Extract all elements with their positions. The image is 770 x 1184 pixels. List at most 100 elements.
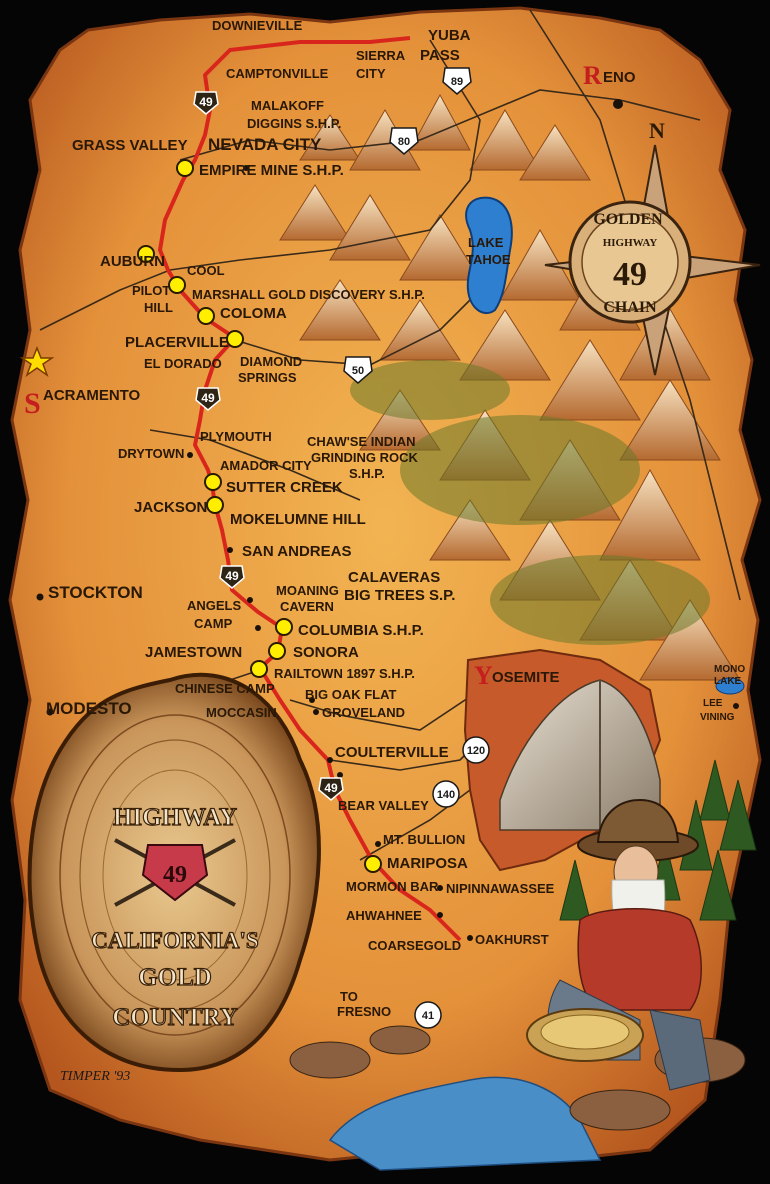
label-sacramento: ACRAMENTO <box>43 387 141 404</box>
wood-title-49: 49 <box>163 862 187 888</box>
label-downieville: DOWNIEVILLE <box>212 18 303 33</box>
label-jackson: JACKSON <box>134 499 207 516</box>
label-yosemite: OSEMITE <box>492 669 560 686</box>
route-49-shield-south-label: 49 <box>324 781 338 795</box>
sacramento-star-icon <box>19 345 55 377</box>
label-placerville: PLACERVILLE <box>125 334 229 351</box>
label-angels: ANGELS <box>187 598 242 613</box>
label-moaning: MOANING <box>276 583 339 598</box>
compass-north: N <box>649 118 665 143</box>
label-sacramento-initial: S <box>24 387 41 420</box>
route-41-shield <box>414 1001 442 1029</box>
label-chawse-3: S.H.P. <box>349 466 385 481</box>
label-oakhurst: OAKHURST <box>475 932 549 947</box>
route-49-shield-north <box>193 91 219 115</box>
route-89-shield <box>442 67 472 95</box>
label-fresno: FRESNO <box>337 1004 391 1019</box>
route-49-shield-angels <box>219 565 245 589</box>
label-angels-camp: CAMP <box>194 616 233 631</box>
label-marshall: MARSHALL GOLD DISCOVERY S.H.P. <box>192 287 425 302</box>
compass-49: 49 <box>613 256 647 293</box>
label-sonora: SONORA <box>293 644 359 661</box>
label-cavern: CAVERN <box>280 599 334 614</box>
label-reno: ENO <box>603 69 636 86</box>
compass-rose <box>544 144 761 376</box>
compass-highway: HIGHWAY <box>603 237 658 249</box>
route-49-shield-placer-label: 49 <box>201 391 215 405</box>
route-49-shield-south <box>318 777 344 801</box>
historic-site-markers <box>137 159 382 873</box>
label-lee: LEE <box>703 698 723 709</box>
label-reno-initial: R <box>583 61 602 90</box>
label-hill: HILL <box>144 300 173 315</box>
label-lee-vining: VINING <box>700 712 735 723</box>
town-dots <box>36 99 739 941</box>
label-columbia: COLUMBIA S.H.P. <box>298 622 424 639</box>
wood-title-country: COUNTRY <box>112 1004 238 1031</box>
label-san-andreas: SAN ANDREAS <box>242 543 351 560</box>
label-nipinnawassee: NIPINNAWASSEE <box>446 881 555 896</box>
label-yosemite-initial: Y <box>474 661 493 690</box>
label-sierra: SIERRA <box>356 48 406 63</box>
route-41-label: 41 <box>422 1010 434 1022</box>
label-modesto: MODESTO <box>46 699 132 718</box>
label-amador-city: AMADOR CITY <box>220 458 312 473</box>
label-groveland: GROVELAND <box>322 705 405 720</box>
forest-area <box>350 360 710 645</box>
label-yuba: YUBA <box>428 27 471 44</box>
label-diamond: DIAMOND <box>240 354 302 369</box>
label-malakoff: MALAKOFF <box>251 98 324 113</box>
label-chawse-2: GRINDING ROCK <box>311 450 419 465</box>
mono-lake <box>715 677 745 695</box>
label-diamond-springs: SPRINGS <box>238 370 297 385</box>
label-coarsegold: COARSEGOLD <box>368 938 461 953</box>
route-140-label: 140 <box>437 789 455 801</box>
label-cool: COOL <box>187 263 225 278</box>
label-stockton: STOCKTON <box>48 583 143 602</box>
lake-tahoe-label-2: TAHOE <box>466 252 511 267</box>
artist-signature: TIMPER '93 <box>60 1069 130 1084</box>
wood-title-highway: HIGHWAY <box>113 804 237 831</box>
route-50-label: 50 <box>352 365 364 377</box>
label-drytown: DRYTOWN <box>118 446 184 461</box>
wood-title-gold: GOLD <box>138 964 212 991</box>
label-coloma: COLOMA <box>220 305 287 322</box>
label-city: CITY <box>356 66 386 81</box>
route-89-label: 89 <box>451 76 463 88</box>
label-chinese-camp: CHINESE CAMP <box>175 681 275 696</box>
label-pilot: PILOT <box>132 283 170 298</box>
label-grass-valley: GRASS VALLEY <box>72 137 188 154</box>
label-mormon-bar: MORMON BAR <box>346 879 439 894</box>
label-malakoff-diggins: DIGGINS S.H.P. <box>247 116 341 131</box>
wood-title-californias: CALIFORNIA'S <box>91 928 258 953</box>
label-coulterville: COULTERVILLE <box>335 744 449 761</box>
route-140-shield <box>432 780 460 808</box>
lake-tahoe-label-1: LAKE <box>468 235 504 250</box>
label-sutter-creek: SUTTER CREEK <box>226 479 343 496</box>
label-mono-lake: LAKE <box>714 676 742 687</box>
label-big-oak-flat: BIG OAK FLAT <box>305 687 397 702</box>
label-mt-bullion: MT. BULLION <box>383 832 465 847</box>
wood-slice-title <box>27 672 321 1073</box>
label-moccasin: MOCCASIN <box>206 705 277 720</box>
label-el-dorado: EL DORADO <box>144 356 222 371</box>
route-49-shield-angels-label: 49 <box>225 569 239 583</box>
compass-chain: CHAIN <box>603 299 657 316</box>
label-jamestown: JAMESTOWN <box>145 644 242 661</box>
label-camptonville: CAMPTONVILLE <box>226 66 329 81</box>
route-50-shield <box>343 356 373 384</box>
label-pass: PASS <box>420 47 460 64</box>
lake-tahoe <box>465 196 513 315</box>
route-49-shield-north-label: 49 <box>199 95 213 109</box>
label-ahwahnee: AHWAHNEE <box>346 908 422 923</box>
label-mokelumne-hill: MOKELUMNE HILL <box>230 511 366 528</box>
route-120-label: 120 <box>467 745 485 757</box>
label-calaveras: CALAVERAS <box>348 569 440 586</box>
label-to: TO <box>340 989 358 1004</box>
gold-panner-illustration <box>526 798 711 1091</box>
label-railtown: RAILTOWN 1897 S.H.P. <box>274 666 415 681</box>
label-mono: MONO <box>714 664 745 675</box>
label-mariposa: MARIPOSA <box>387 855 468 872</box>
label-auburn: AUBURN <box>100 253 165 270</box>
